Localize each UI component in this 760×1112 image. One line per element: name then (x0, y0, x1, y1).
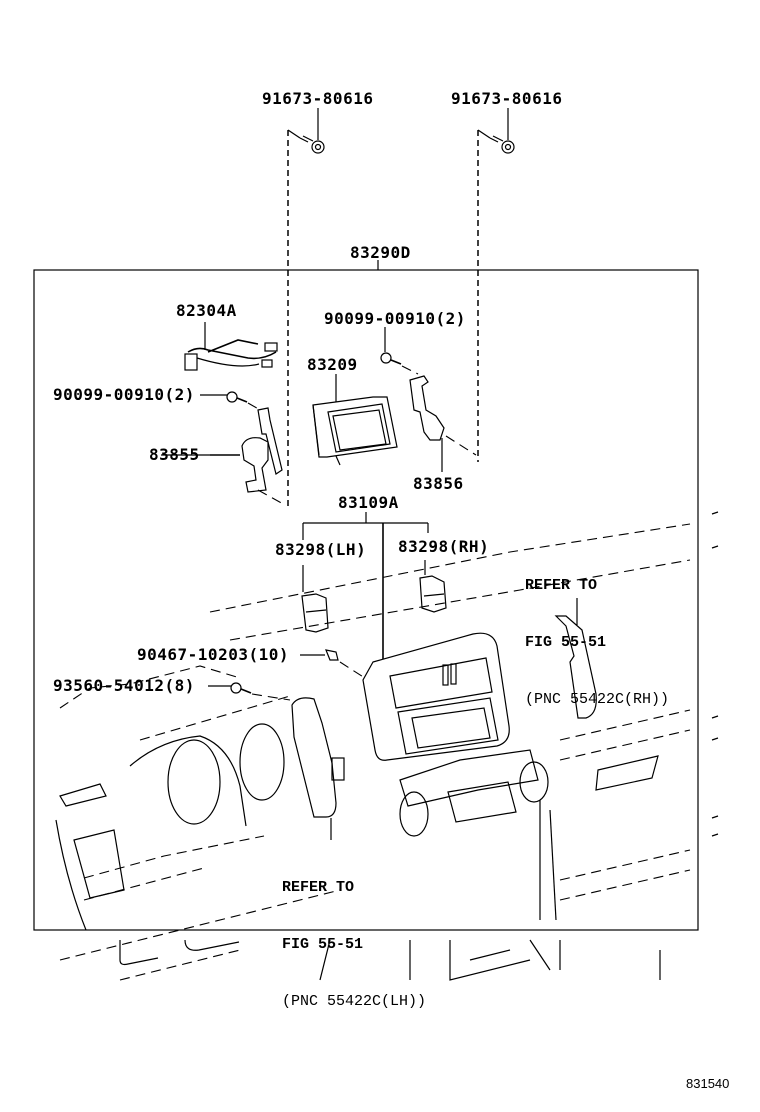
bolt-dashed-guides (287, 129, 491, 510)
reference-rh-line2: FIG 55-51 (525, 634, 607, 651)
screw-icon (208, 682, 291, 701)
part-label-display[interactable]: 83209 (307, 355, 358, 374)
reference-lh-line2: FIG 55-51 (282, 936, 364, 953)
clip-icon (300, 649, 369, 681)
part-label-screw-bottom[interactable]: 93560-54012(8) (53, 676, 195, 695)
bolt-icon (299, 108, 325, 154)
reference-note-rh: REFER TO FIG 55-51 (PNC 55422C(RH)) (525, 538, 669, 728)
part-label-switch-rh[interactable]: 83298(RH) (398, 537, 490, 556)
panel-leader (302, 512, 429, 660)
center-panel-icon (362, 632, 510, 761)
bracket-icon (210, 407, 286, 506)
part-label-bolt-left[interactable]: 91673-80616 (262, 89, 374, 108)
part-label-clip[interactable]: 90467-10203(10) (137, 645, 289, 664)
dashboard-outline (55, 511, 719, 981)
bracket-icon (409, 375, 477, 472)
part-label-switch-lh[interactable]: 83298(LH) (275, 540, 367, 559)
trim-panel-rh-icon (554, 598, 597, 719)
part-label-bracket-right[interactable]: 83856 (413, 474, 464, 493)
screw-icon (380, 327, 419, 375)
part-label-screw-left[interactable]: 90099-00910(2) (53, 385, 195, 404)
screw-icon (200, 391, 263, 412)
bolt-icon (489, 108, 515, 154)
reference-rh-line3[interactable]: (PNC 55422C(RH)) (525, 691, 670, 708)
trim-panel-lh-icon (291, 697, 345, 840)
part-label-harness[interactable]: 82304A (176, 301, 237, 320)
part-label-panel[interactable]: 83109A (338, 493, 399, 512)
part-label-screw-right[interactable]: 90099-00910(2) (324, 309, 466, 328)
assembly-boundary-box (33, 269, 699, 931)
assembly-label[interactable]: 83290D (350, 243, 411, 262)
reference-lh-line1: REFER TO (282, 879, 355, 896)
figure-id: 831540 (686, 1076, 730, 1091)
display-unit-icon (312, 374, 398, 458)
wire-harness-icon (184, 322, 278, 371)
reference-note-lh: REFER TO FIG 55-51 (PNC 55422C(LH)) (282, 840, 426, 1030)
switch-icon (301, 565, 329, 633)
reference-rh-line1: REFER TO (525, 577, 598, 594)
leader-lines (161, 454, 341, 466)
switch-icon (419, 560, 447, 613)
part-label-bolt-right[interactable]: 91673-80616 (451, 89, 563, 108)
reference-lh-line3[interactable]: (PNC 55422C(LH)) (282, 993, 427, 1010)
part-label-bracket-left[interactable]: 83855 (149, 445, 200, 464)
